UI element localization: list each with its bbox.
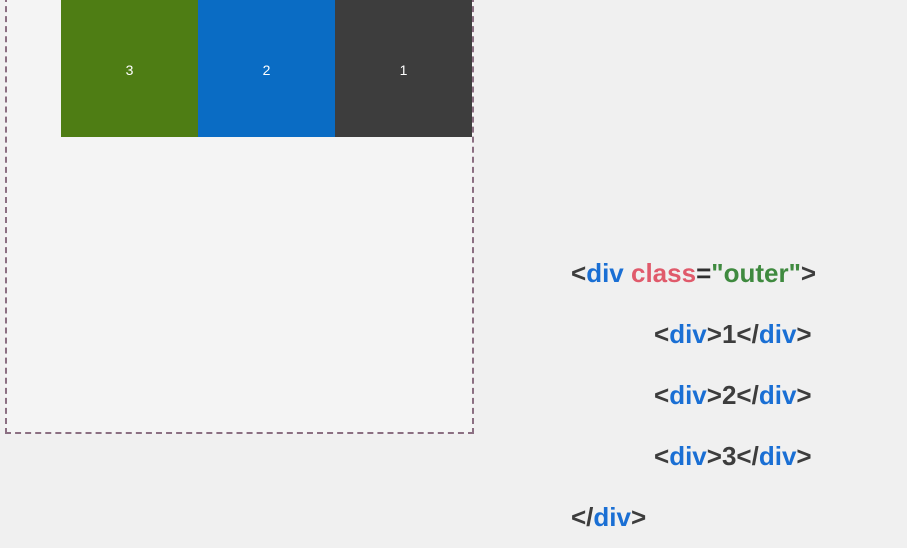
code-token-punct: >: [631, 502, 647, 532]
flex-item-label: 2: [262, 61, 271, 78]
code-token-punct: <: [654, 441, 670, 471]
code-token-tag: div: [669, 441, 707, 471]
code-token-tag: div: [586, 258, 624, 288]
code-token-tag: div: [758, 441, 797, 471]
code-token-text: 2: [721, 380, 737, 410]
flex-item-label: 1: [399, 61, 408, 78]
code-token-str: "outer": [711, 258, 801, 288]
flex-item-1: 1: [335, 0, 472, 137]
code-line: <div>1</div>: [540, 304, 907, 365]
flex-item-2: 2: [198, 0, 335, 137]
code-token-tag: div: [669, 319, 707, 349]
code-token-attr: class: [631, 258, 697, 288]
flex-item-3: 3: [61, 0, 198, 137]
code-token-punct: >: [800, 258, 817, 288]
code-token-punct: >: [706, 319, 722, 349]
code-token-punct: <: [654, 380, 670, 410]
code-token-punct: </: [736, 319, 759, 349]
outer-flex-container: 1 2 3: [5, 0, 474, 434]
code-token-eq: =: [696, 258, 712, 288]
flex-item-label: 3: [125, 61, 134, 78]
code-token-punct: >: [706, 380, 722, 410]
flexbox-demo-pane: 1 2 3: [0, 0, 520, 442]
code-token-text: 1: [721, 319, 737, 349]
code-token-tag: div: [593, 502, 631, 532]
code-token-punct: </: [571, 502, 594, 532]
code-token-punct: <: [571, 258, 587, 288]
html-code-listing: <div class="outer"><div>1</div><div>2</d…: [540, 60, 907, 548]
code-token-punct: <: [654, 319, 670, 349]
code-token-text: [624, 258, 631, 288]
code-token-text: 3: [721, 441, 737, 471]
code-token-punct: >: [796, 441, 812, 471]
code-snippet-pane: <div class="outer"><div>1</div><div>2</d…: [540, 0, 907, 532]
code-token-tag: div: [669, 380, 707, 410]
code-token-tag: div: [758, 380, 797, 410]
code-line: <div class="outer">: [540, 243, 907, 304]
code-token-tag: div: [758, 319, 797, 349]
code-token-punct: >: [796, 380, 812, 410]
code-line: <div>3</div>: [540, 426, 907, 487]
code-token-punct: </: [736, 380, 759, 410]
code-token-punct: </: [736, 441, 759, 471]
code-token-punct: >: [796, 319, 812, 349]
code-line: </div>: [540, 487, 907, 548]
code-line: <div>2</div>: [540, 365, 907, 426]
code-token-punct: >: [706, 441, 722, 471]
